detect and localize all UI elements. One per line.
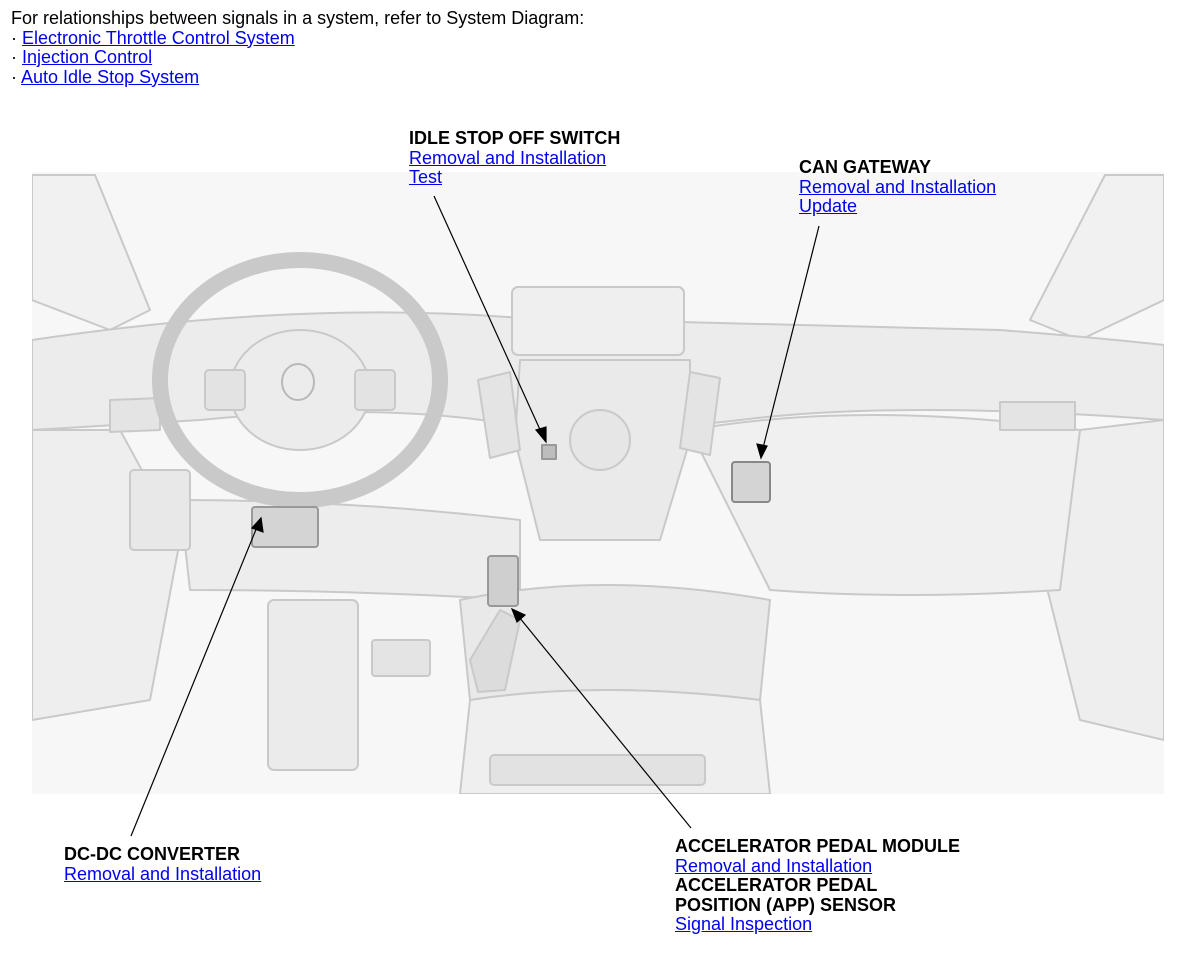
link-removal-and-installation[interactable]: Removal and Installation	[64, 863, 262, 884]
link-removal-and-installation[interactable]: Removal and Installation	[799, 176, 997, 197]
callout-subtitle: ACCELERATOR PEDAL	[675, 875, 878, 895]
selector-knob	[569, 409, 631, 471]
callout-idle-stop-off-switch: IDLE STOP OFF SWITCH Removal and Install…	[409, 128, 621, 188]
can-gateway-leader-line	[762, 225, 820, 449]
intro-list-item: · Electronic Throttle Control System	[11, 27, 295, 48]
link-removal-and-installation[interactable]: Removal and Installation	[409, 147, 607, 168]
right-wheel-buttons	[354, 369, 396, 411]
steering-wheel-rim	[152, 252, 448, 508]
link-update[interactable]: Update	[799, 196, 858, 216]
left-center-vent	[477, 371, 521, 459]
glove-box	[689, 414, 1081, 596]
link-injection-control[interactable]: Injection Control	[22, 47, 153, 67]
callout-can-gateway: CAN GATEWAY Removal and Installation Upd…	[799, 157, 997, 217]
app-sensor-graphic	[487, 555, 519, 607]
left-a-pillar	[32, 174, 151, 331]
intro-block: For relationships between signals in a s…	[11, 8, 585, 87]
driver-knee-panel	[179, 499, 521, 601]
app-leader-line	[518, 616, 692, 829]
dcdc-arrowhead	[250, 516, 264, 533]
link-removal-and-installation[interactable]: Removal and Installation	[675, 855, 873, 876]
callout-subtitle: POSITION (APP) SENSOR	[675, 894, 897, 915]
intro-list-item: · Injection Control	[11, 47, 153, 67]
callout-title: CAN GATEWAY	[799, 157, 932, 177]
callout-title: IDLE STOP OFF SWITCH	[409, 128, 621, 148]
rear-vents	[489, 754, 706, 786]
steering-wheel-emblem	[281, 363, 315, 401]
callout-accelerator-pedal-module: ACCELERATOR PEDAL MODULE Removal and Ins…	[675, 836, 961, 935]
accelerator-pedal	[469, 609, 521, 693]
intro-list-item: · Auto Idle Stop System	[11, 66, 200, 87]
left-side-vent	[109, 397, 161, 433]
right-side-vent	[999, 401, 1076, 431]
idle-stop-leader-line	[433, 195, 543, 435]
floor-mat	[267, 599, 359, 771]
callout-dcdc-converter: DC-DC CONVERTER Removal and Installation	[64, 844, 262, 884]
center-display	[511, 286, 685, 356]
callout-title: ACCELERATOR PEDAL MODULE	[675, 836, 961, 856]
intro-text: For relationships between signals in a s…	[11, 8, 585, 28]
callout-title: DC-DC CONVERTER	[64, 844, 241, 864]
left-wheel-buttons	[204, 369, 246, 411]
link-auto-idle-stop-system[interactable]: Auto Idle Stop System	[21, 66, 200, 87]
dcdc-converter-graphic	[251, 506, 319, 548]
right-center-vent	[679, 371, 721, 456]
can-gateway-arrowhead	[756, 443, 768, 460]
brake-pedal	[371, 639, 431, 677]
link-signal-inspection[interactable]: Signal Inspection	[675, 914, 813, 934]
link-test[interactable]: Test	[409, 167, 443, 187]
idle-stop-arrowhead	[534, 426, 547, 444]
app-arrowhead	[510, 607, 527, 624]
idle-stop-off-switch-graphic	[541, 444, 557, 460]
dcdc-leader-line	[130, 526, 258, 837]
can-gateway-graphic	[731, 461, 771, 503]
right-a-pillar	[1029, 174, 1164, 341]
left-switch-panel	[129, 469, 191, 551]
steering-wheel-hub	[229, 329, 371, 451]
link-electronic-throttle-control-system[interactable]: Electronic Throttle Control System	[22, 27, 295, 48]
